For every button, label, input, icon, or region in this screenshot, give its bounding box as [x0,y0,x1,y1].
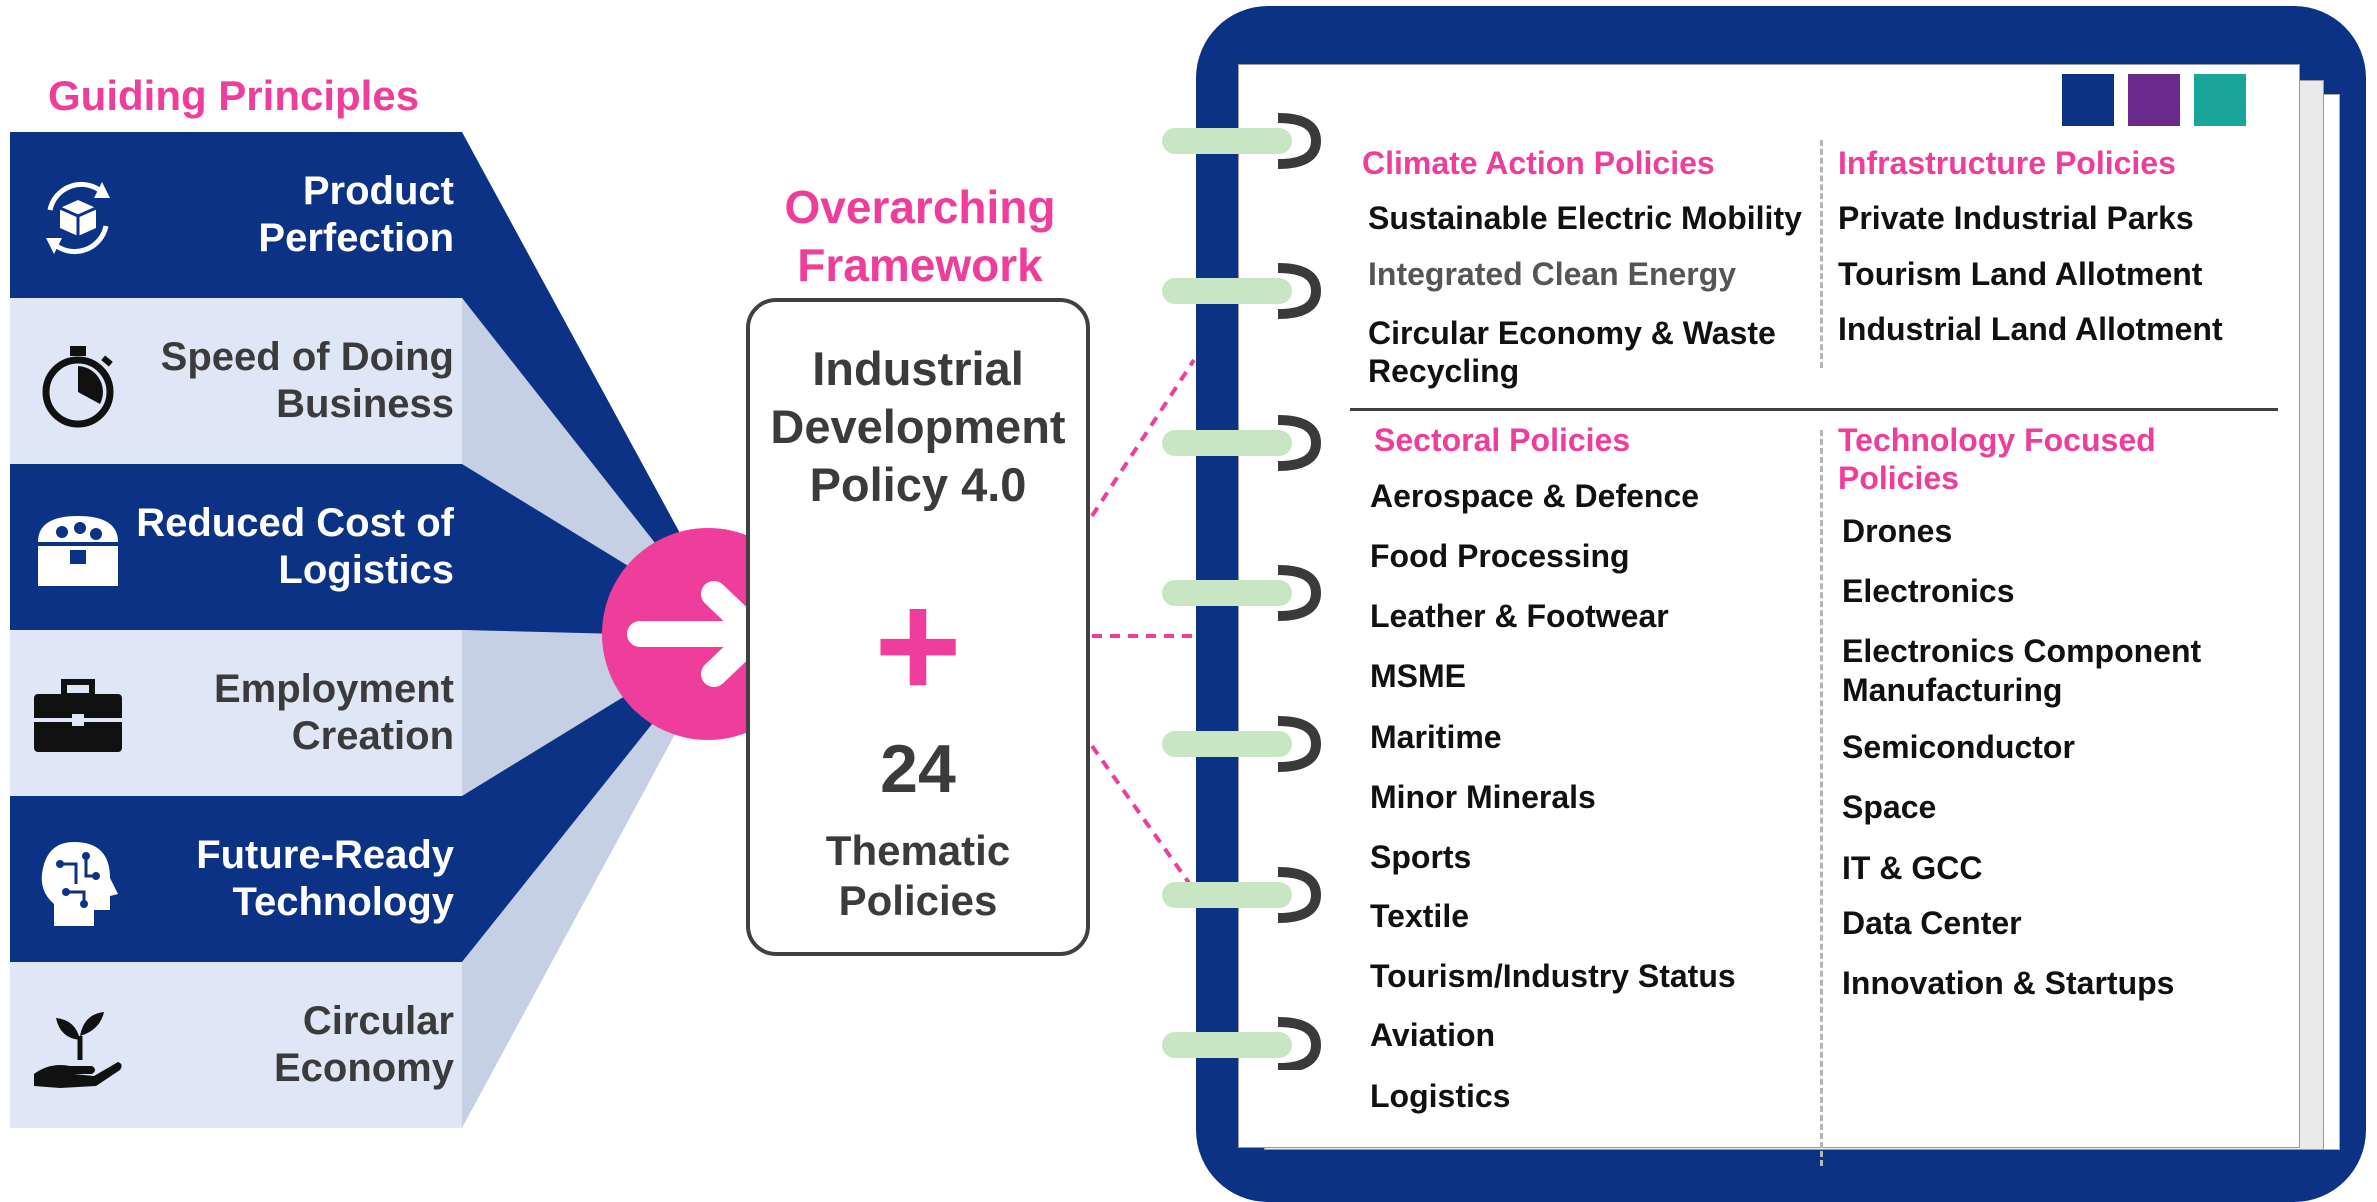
column-divider-bottom [1820,430,1823,1166]
treasure-chest-icon [38,516,118,586]
principle-product-perfection: Product Perfection [10,132,462,298]
policy-item: Integrated Clean Energy [1368,256,1737,292]
policy-item: Minor Minerals [1370,779,1596,815]
notebook-page-front [1238,64,2300,1148]
policy-item: Electronics [1842,573,2015,609]
policy-item: MSME [1370,658,1466,694]
funnel-band-1 [462,132,700,610]
policy-item: Industrial Land Allotment [1838,311,2223,347]
principle-speed-of-doing-business: Speed of Doing Business [10,298,462,464]
policy-item: Space [1842,789,1937,825]
principle-label: Circular Economy [273,999,454,1090]
principle-reduced-cost-of-logistics: Reduced Cost of Logistics [10,464,462,630]
policy-item: Recycling [1368,353,1520,389]
policy-item: Tourism Land Allotment [1838,256,2203,292]
binder-ring [1162,1017,1322,1070]
principle-label: Employment Creation [213,667,454,758]
policy-item: Private Industrial Parks [1838,200,2194,236]
binder-ring [1162,867,1322,923]
thematic-policies-label: Thematic Policies [825,827,1011,924]
principle-circular-economy: Circular Economy [10,962,462,1128]
tab-square-purple [2128,74,2180,126]
principle-label: Future-Ready Technology [196,833,454,924]
column-divider-top [1820,140,1823,368]
binder-ring [1162,113,1322,169]
binder-ring [1162,415,1322,471]
binder-rings [1162,113,1322,1070]
policy-item: Leather & Footwear [1370,598,1669,634]
technology-title-line2: Policies [1838,460,1959,496]
policy-item: Logistics [1370,1078,1511,1114]
climate-action-title: Climate Action Policies [1362,145,1715,181]
policy-item: Textile [1370,898,1469,934]
binder-ring [1162,565,1322,621]
infrastructure-title: Infrastructure Policies [1838,145,2176,181]
section-divider [1350,408,2278,411]
policy-title: Industrial Development Policy 4.0 [770,342,1066,511]
tab-square-navy [2062,74,2114,126]
principle-future-ready-technology: Future-Ready Technology [10,796,462,962]
sectoral-title: Sectoral Policies [1374,422,1631,458]
stopwatch-icon [42,346,114,428]
head-circuit-icon [41,842,118,926]
thematic-policy-count: 24 [880,731,956,807]
funnel-band-2 [462,298,700,620]
tab-square-teal [2194,74,2246,126]
principle-label: Reduced Cost of Logistics [136,501,454,592]
guiding-principles-title: Guiding Principles [48,72,420,119]
policy-item: Aviation [1370,1017,1496,1053]
binder-ring [1162,263,1322,319]
policy-item: Circular Economy & Waste [1368,315,1776,351]
box-recycle-icon [46,181,110,255]
policy-item: Innovation & Startups [1842,965,2175,1001]
overarching-framework-title: Overarching Framework [784,181,1056,291]
technology-title: Technology Focused [1838,422,2156,458]
principles-funnel [462,132,700,1128]
binder-ring [1162,716,1322,772]
policy-item: Drones [1842,513,1953,549]
hand-plant-icon [34,1012,122,1088]
principle-label: Speed of Doing Business [160,335,454,426]
policy-item: Aerospace & Defence [1370,478,1700,514]
principle-employment-creation: Employment Creation [10,630,462,796]
connector-lines [1090,358,1196,892]
policy-item: Sports [1370,839,1472,875]
policy-item: Data Center [1842,905,2022,941]
connector-top [1090,358,1196,518]
policy-item: Semiconductor [1842,729,2075,765]
policy-item: Electronics Component [1842,633,2202,669]
funnel-band-5 [462,650,700,962]
policy-item: Sustainable Electric Mobility [1368,200,1802,236]
principle-label: Product Perfection [258,169,454,260]
funnel-band-6 [462,664,700,1128]
plus-sign: + [874,561,962,729]
framework-box [746,298,1090,956]
policy-item: IT & GCC [1842,850,1983,886]
policy-item: Tourism/Industry Status [1370,958,1736,994]
policy-item: Maritime [1370,719,1502,755]
briefcase-icon [34,679,122,752]
policy-item: Manufacturing [1842,672,2063,708]
policy-item: Food Processing [1370,538,1630,574]
connector-bottom [1090,744,1196,892]
